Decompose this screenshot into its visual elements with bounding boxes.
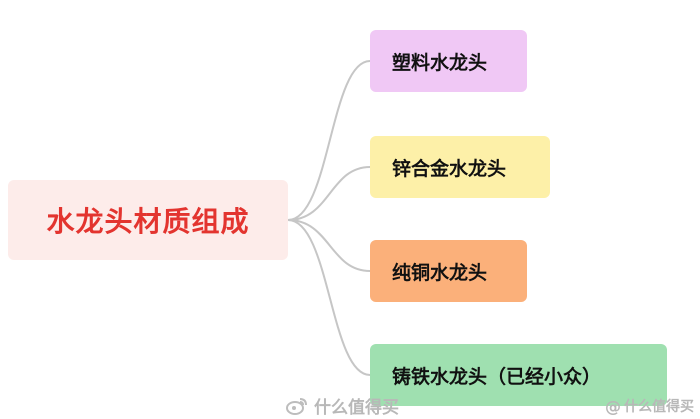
- weibo-icon: [286, 397, 307, 415]
- branch-label: 纯铜水龙头: [392, 261, 488, 284]
- watermark-weibo: 什么值得买: [286, 393, 399, 418]
- branch-label: 铸铁水龙头（已经小众）: [392, 365, 602, 388]
- watermark-site: @ 什么值得买: [605, 396, 694, 416]
- root-node: 水龙头材质组成: [8, 180, 288, 260]
- branch-label: 塑料水龙头: [392, 51, 488, 74]
- connector-line: [287, 60, 371, 221]
- root-label: 水龙头材质组成: [46, 205, 250, 238]
- branch-node-pure-copper: 纯铜水龙头: [370, 240, 527, 302]
- watermark-text: 什么值得买: [624, 399, 694, 415]
- branch-node-cast-iron: 铸铁水龙头（已经小众）: [370, 344, 667, 406]
- connector-line: [287, 166, 371, 221]
- connector-line: [287, 219, 371, 272]
- branch-node-plastic: 塑料水龙头: [370, 30, 527, 92]
- branch-node-zinc-alloy: 锌合金水龙头: [370, 136, 550, 198]
- at-icon: @: [605, 396, 621, 416]
- connector-line: [287, 219, 371, 376]
- branch-label: 锌合金水龙头: [392, 157, 507, 180]
- watermark-text: 什么值得买: [314, 398, 399, 418]
